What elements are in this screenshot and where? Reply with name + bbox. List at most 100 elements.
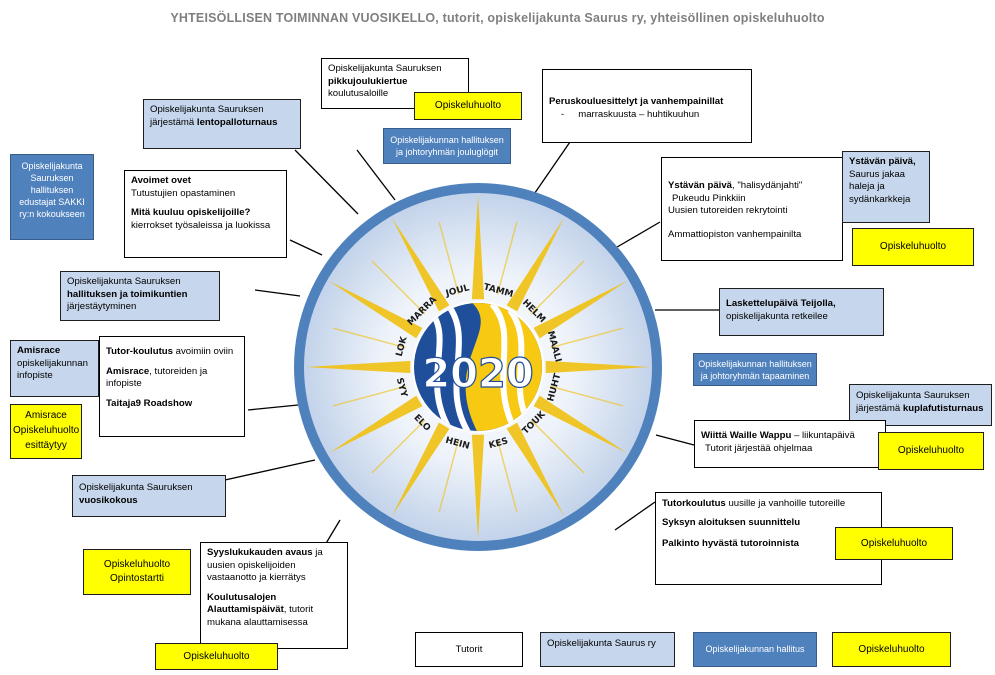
box-hallitus-tapaaminen: Opiskelijakunnan hallituksen ja johtoryh… (693, 353, 817, 386)
sun-ray (533, 395, 627, 453)
box-avoimet-ovet: Avoimet ovet Tutustujien opastaminen Mit… (124, 170, 287, 258)
box-text-bold: Avoimet ovet (131, 175, 191, 186)
box-text: järjestämä (150, 116, 197, 128)
box-text-bold: kuplafutisturnaus (902, 402, 984, 414)
box-text: , "halisydänjahti" (732, 180, 803, 191)
opiskeluhuolto-badge-bottom: Opiskeluhuolto (155, 643, 278, 670)
box-text-bold: Ystävän päivä (668, 180, 732, 191)
sun-ray-thin (530, 260, 585, 315)
sun-ray-thin (371, 260, 426, 315)
box-sakki: Opiskelijakunta Sauruksen hallituksen ed… (10, 154, 94, 240)
box-wappu: Wiittä Waille Wappu – liikuntapäivä Tuto… (694, 420, 886, 468)
box-vuosikokous: Opiskelijakunta Sauruksen vuosikokous (72, 475, 226, 517)
opiskeluhuolto-badge-top: Opiskeluhuolto (414, 92, 522, 120)
sun-ray-thin (371, 419, 426, 474)
legend-tutorit: Tutorit (415, 632, 523, 667)
box-kuplafutisturnaus: Opiskelijakunta Sauruksen järjestämä kup… (849, 384, 992, 426)
box-text-bold: Wiittä Waille Wappu (701, 430, 792, 441)
opiskeluhuolto-badge-ystava: Opiskeluhuolto (852, 228, 974, 266)
box-text-bold: Syyslukukauden avaus (207, 547, 313, 558)
box-text-bold: Koulutusalojen Alauttamispäivät (207, 591, 284, 616)
box-text-bold: hallituksen ja toimikuntien (67, 288, 188, 300)
sun-ray-thin (550, 327, 624, 349)
box-text-bold: Syksyn aloituksen suunnittelu (662, 516, 801, 528)
sun-rays (306, 195, 650, 539)
sun-ray (545, 360, 650, 374)
box-text: uusille ja vanhoille tutoreille (725, 498, 846, 509)
box-text: Opiskelijakunta Sauruksen (856, 390, 970, 401)
box-text: , tutoreiden ja infopiste (106, 365, 208, 390)
box-text: Ammattiopiston vanhempainilta (668, 228, 802, 240)
box-text: Tutorit järjestää ohjelmaa (705, 442, 813, 454)
box-text: Pukeudu Pinkkiin (672, 192, 746, 204)
box-text-bold: Palkinto hyvästä tutoroinnista (662, 538, 800, 549)
box-text: järjestäytyminen (67, 301, 137, 312)
month-label: KES (488, 436, 510, 451)
box-lentopalloturnaus: Opiskelijakunta Sauruksen järjestämä len… (143, 99, 301, 149)
opiskeluhuolto-badge-tutor: Opiskeluhuolto (835, 527, 953, 560)
page-title: YHTEISÖLLISEN TOIMINNAN VUOSIKELLO, tuto… (170, 11, 825, 25)
logo (414, 303, 542, 431)
sun-ray (506, 422, 564, 516)
sun-ray (471, 195, 485, 300)
box-syyslukukausi: Syyslukukauden avaus ja uusien opiskelij… (200, 542, 348, 649)
sun-ray (306, 360, 411, 374)
legend-opiskelijakunta: Opiskelijakunta Saurus ry (540, 632, 675, 667)
box-text: Tutustujien opastaminen (131, 187, 236, 199)
box-text-bold: Taitaja9 Roadshow (106, 397, 193, 409)
box-text: opiskelijakunnan infopiste (17, 357, 88, 382)
sun-ray-thin (438, 439, 460, 513)
box-laskettelupaiva: Laskettelupäivä Teijolla, opiskelijakunt… (719, 288, 884, 336)
box-text: ja uusien opiskelijoiden vastaanotto ja … (207, 547, 323, 583)
box-text: järjestämä (856, 402, 903, 414)
box-jouluglogit: Opiskelijakunnan hallituksen ja johtoryh… (383, 128, 511, 164)
box-text: marraskuusta – huhtikuuhun (578, 108, 700, 120)
box-text: Opiskelijakunta Sauruksen (67, 276, 181, 287)
sun-ray (533, 281, 627, 339)
sun-ray-thin (438, 221, 460, 295)
opiskeluhuolto-badge-opintostartti: Opiskeluhuolto Opintostartti (83, 549, 191, 595)
box-text: - (561, 108, 565, 120)
box-text-bold: Tutor-koulutus (106, 346, 173, 357)
box-text: Opiskelijakunta Sauruksen (328, 63, 442, 74)
sun-ray (329, 281, 423, 339)
legend-hallitus: Opiskelijakunnan hallitus (693, 632, 817, 667)
box-hallitus-toimikunnat: Opiskelijakunta Sauruksen hallituksen ja… (60, 271, 220, 321)
box-text-bold: Amisrace (106, 365, 150, 377)
box-text-bold: pikkujoulukiertue (328, 75, 408, 87)
sun-ray (506, 218, 564, 312)
year-label: 2020 (422, 351, 533, 397)
box-text-bold: vuosikokous (79, 494, 138, 506)
sun-ray-thin (496, 439, 518, 513)
sun-ray (392, 218, 450, 312)
box-text: Opiskelijakunta Sauruksen (79, 482, 193, 493)
sun-ray-thin (332, 327, 406, 349)
box-text-bold: Peruskouluesittelyt ja vanhempainillat (549, 96, 724, 107)
opiskeluhuolto-badge-wappu: Opiskeluhuolto (878, 432, 984, 470)
legend-opiskeluhuolto: Opiskeluhuolto (832, 632, 951, 667)
sun-ray-thin (530, 419, 585, 474)
box-text: avoimiin oviin (172, 346, 234, 357)
box-text: kierrokset työsaleissa ja luokissa (131, 219, 271, 231)
opiskeluhuolto-badge-amisrace: Amisrace Opiskeluhuolto esittäytyy (10, 404, 82, 459)
box-text-bold: Mitä kuuluu opiskelijoille? (131, 207, 251, 218)
sun-ray-thin (550, 385, 624, 407)
box-peruskouluesittelyt: Peruskouluesittelyt ja vanhempainillat -… (542, 69, 752, 143)
box-text-bold: Tutorkoulutus (662, 498, 726, 509)
box-amisrace-infopiste: Amisrace opiskelijakunnan infopiste (10, 340, 99, 397)
sun-ray-thin (332, 385, 406, 407)
sun-ray-thin (496, 221, 518, 295)
box-text: , tutorit mukana alauttamisessa (207, 604, 314, 628)
box-text-bold: Amisrace (17, 345, 61, 356)
sun-ray (329, 395, 423, 453)
box-text: Uusien tutoreiden rekrytointi (668, 205, 788, 216)
box-text: Saurus jakaa haleja ja sydänkarkkeja (849, 168, 911, 205)
box-ystavan-paiva-saurus: Ystävän päivä, Saurus jakaa haleja ja sy… (842, 151, 930, 223)
box-tutor-koulutus: Tutor-koulutus avoimiin oviin Amisrace, … (99, 336, 245, 437)
sun-ray (392, 422, 450, 516)
box-text: opiskelijakunta retkeilee (726, 310, 828, 322)
box-text: – liikuntapäivä (791, 430, 855, 441)
box-text: koulutusaloille (328, 88, 389, 99)
box-text-bold: lentopalloturnaus (196, 116, 278, 128)
